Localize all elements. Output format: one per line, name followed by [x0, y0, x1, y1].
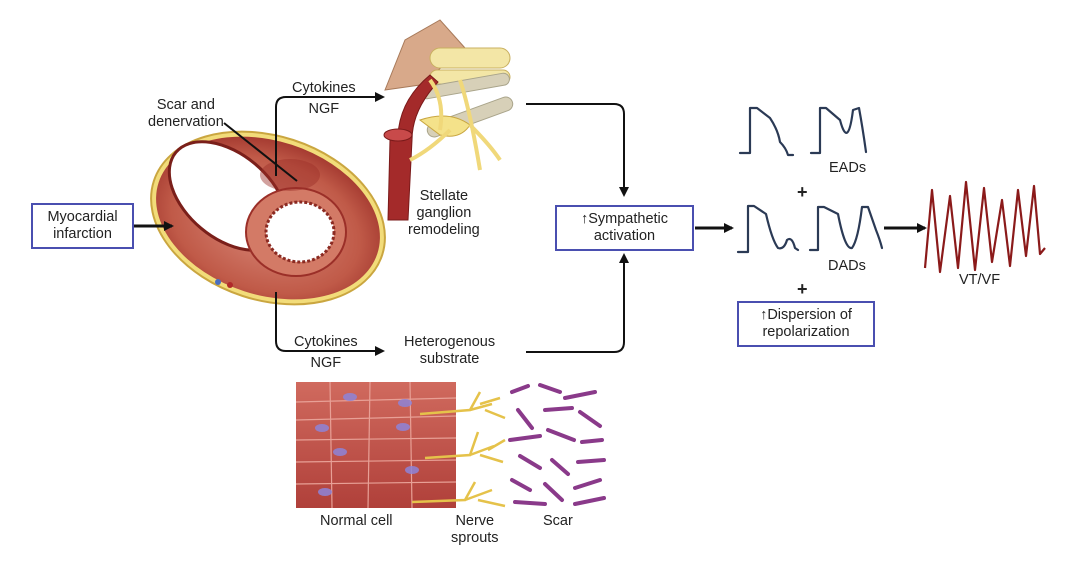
dads-label: DADs	[828, 258, 866, 274]
stellate-line1: Stellate	[419, 188, 469, 204]
hetero-line2: substrate	[419, 351, 480, 367]
tissue-illustration	[295, 381, 606, 509]
sympathetic-activation-box: ↑Sympathetic activation	[555, 205, 694, 251]
dispersion-repolarization-box: ↑Dispersion of repolarization	[737, 301, 875, 347]
dispersion-line2: repolarization	[762, 324, 850, 340]
heart-cross-section-illustration	[150, 130, 386, 306]
action-potential-dad-2	[808, 205, 884, 252]
plus-sign-1: +	[797, 182, 808, 202]
plus-sign-2: +	[797, 279, 808, 299]
cytokines-ngf-top-label: Cytokines NGF	[292, 80, 356, 118]
scar-denervation-label: Scar and denervation	[148, 97, 224, 131]
vtvf-trace	[923, 180, 1046, 274]
myocardial-infarction-box: Myocardial infarction	[31, 203, 134, 249]
cytokines-bottom: Cytokines	[294, 334, 358, 350]
arrow-to-stellate	[275, 92, 385, 176]
sympathetic-line2: activation	[593, 228, 656, 244]
vtvf-label: VT/VF	[959, 272, 1001, 288]
mi-line2: infarction	[53, 226, 112, 242]
scar-pointer-line	[223, 122, 298, 182]
cytokines-top: Cytokines	[292, 80, 356, 96]
action-potential-dad-1	[736, 204, 800, 254]
stellate-line3: remodeling	[408, 222, 480, 238]
mi-line1: Myocardial	[47, 209, 118, 225]
ngf-bottom: NGF	[310, 355, 342, 371]
up-arrow-icon: ↑	[580, 211, 589, 227]
action-potential-normal	[738, 106, 795, 157]
stellate-ganglion-label: Stellate ganglion remodeling	[408, 188, 480, 239]
scar-label-line1: Scar and	[156, 97, 215, 113]
stellate-line2: ganglion	[416, 205, 472, 221]
heterogenous-substrate-label: Heterogenous substrate	[404, 334, 495, 368]
normal-cell-label: Normal cell	[320, 513, 393, 529]
stellate-ganglion-illustration	[383, 19, 514, 221]
nerve-line1: Nerve	[455, 513, 495, 529]
dispersion-line1: Dispersion of	[767, 307, 852, 323]
sympathetic-line1: Sympathetic	[588, 211, 669, 227]
eads-label: EADs	[829, 160, 867, 176]
arrow-substrate-to-sympathetic	[526, 253, 629, 353]
arrow-stellate-to-sympathetic	[526, 103, 629, 197]
cytokines-ngf-bottom-label: Cytokines NGF	[294, 334, 358, 372]
nerve-line2: sprouts	[451, 530, 499, 546]
arrow-to-substrate	[275, 292, 385, 356]
action-potential-ead	[809, 106, 868, 155]
scar-label-line2: denervation	[148, 114, 224, 130]
up-arrow-icon: ↑	[760, 307, 768, 323]
scar-tissue-label: Scar	[543, 513, 573, 529]
nerve-sprouts-label: Nerve sprouts	[451, 513, 499, 547]
ngf-top: NGF	[308, 101, 340, 117]
hetero-line1: Heterogenous	[404, 334, 496, 350]
